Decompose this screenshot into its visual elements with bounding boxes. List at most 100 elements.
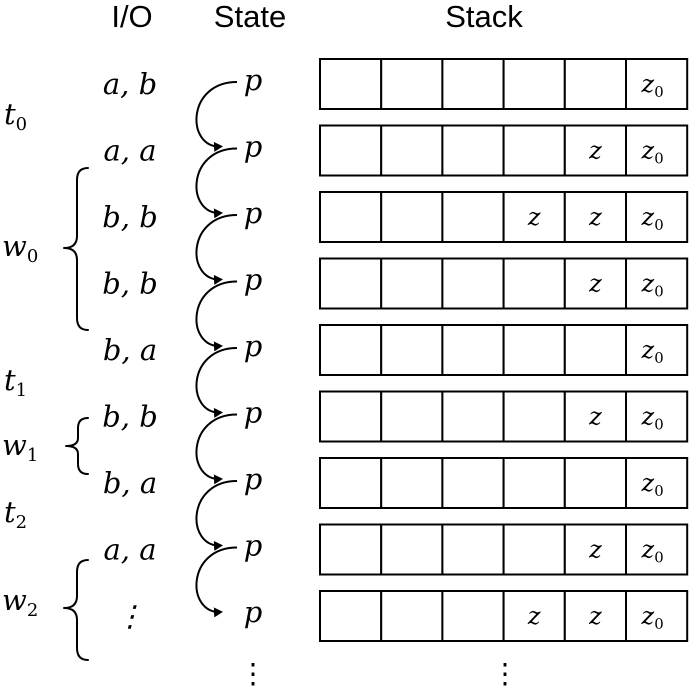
stack-cell [625,590,689,642]
stack-cell [502,457,566,509]
stack-cell [625,191,689,243]
stack-row: z0 [319,324,689,376]
stack-cell [319,590,383,642]
stack-cell [441,590,505,642]
stack-symbol: z [588,137,602,165]
stack-cell [380,257,444,310]
stack-cell [380,124,444,177]
stack-cell [502,590,566,642]
stack-cell [502,390,566,443]
io-pair: b, a [103,466,157,500]
io-column: a, ba, ab, bb, bb, ab, bb, aa, a⋮ [102,67,158,633]
state-symbol: p [244,529,263,563]
state-symbol: p [244,595,263,629]
stack-cell [563,523,627,576]
label-w2-name: w [2,583,27,617]
state-continuation-dots: ⋮ [239,657,267,690]
stack-row: z0 [319,58,689,110]
io-pair: b, b [102,200,158,234]
stack-cell [625,457,689,509]
stack-header: Stack [445,0,523,34]
stack-cell [319,523,383,576]
io-pair: a, b [103,67,157,101]
stack-cell [319,191,383,243]
state-header: State [214,0,286,34]
stack-symbol: z [588,203,602,231]
label-t0-name: t [4,97,16,131]
stack-cell [502,124,566,177]
transition-arrow [195,480,238,551]
stack-cell [563,324,627,376]
transition-arcs [195,81,238,618]
label-t1-sub: 1 [16,380,27,401]
stack-symbol: z0 [641,203,664,234]
transition-arrow [195,214,238,285]
transition-arrow [195,413,238,485]
brace-w0 [63,167,89,331]
stack-symbol: z0 [641,270,664,301]
label-w0-name: w [2,229,27,263]
transition-arrow [195,147,238,219]
transition-arrow [195,546,238,618]
io-pair: b, b [102,267,158,301]
stack-cell [625,257,689,310]
stack-cell [441,58,505,110]
stack-cell [380,390,444,443]
state-symbol: p [244,329,263,363]
io-pair: a, a [103,533,156,567]
stack-cell [563,457,627,509]
stack-cell [319,390,383,443]
stack-cell [441,257,505,310]
stack-symbol: z0 [641,602,664,633]
label-t2-name: t [4,495,16,529]
label-w0-sub: 0 [27,246,38,267]
label-t2-sub: 2 [16,512,27,533]
stack-cell [380,523,444,576]
stack-cell [502,324,566,376]
label-t0-sub: 0 [16,114,27,135]
label-w2-sub: 2 [27,600,38,621]
stack-cell [319,457,383,509]
label-w1-name: w [2,428,27,462]
stack-cell [319,324,383,376]
stack-cell [625,58,689,110]
stack-cell [441,457,505,509]
stack-symbol: z0 [641,70,664,101]
label-w1: w1 [2,428,38,466]
brace-w1 [65,417,89,475]
stack-symbol: z [588,536,602,564]
state-symbol: p [244,263,263,297]
stack-symbol: z0 [641,469,664,500]
stack-cell [563,390,627,443]
stack-cell [502,58,566,110]
transition-arrow [195,81,238,152]
label-t1-name: t [4,363,16,397]
stack-cell [441,523,505,576]
label-w1-sub: 1 [27,445,38,466]
transition-arrow [195,347,238,418]
stack-cell [380,58,444,110]
stack-cell [625,390,689,443]
io-pair: a, a [103,134,156,168]
stack-cell [502,191,566,243]
stack-cell [502,257,566,310]
stack-cell [380,191,444,243]
stack-row: z0 [319,457,689,509]
io-pair: b, b [102,400,158,434]
state-symbol: p [244,462,263,496]
label-w2: w2 [2,583,38,621]
stack-cell [380,590,444,642]
label-t2: t2 [4,495,27,533]
transition-arrow [195,280,238,352]
stack-continuation-dots: ⋮ [491,657,519,690]
stack-cell [441,324,505,376]
label-w0: w0 [2,229,38,267]
stack-cell [441,124,505,177]
